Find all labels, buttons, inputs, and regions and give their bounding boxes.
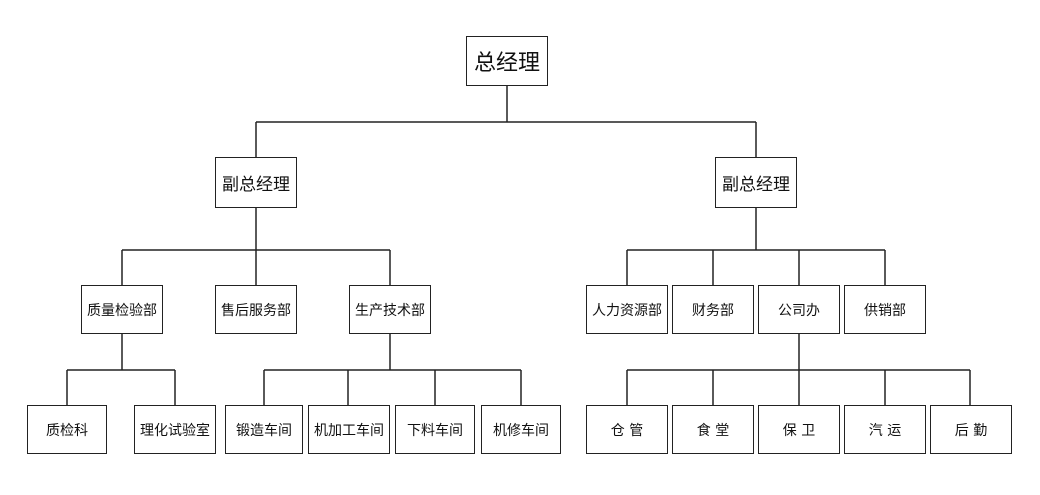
node-quality-dept: 质量检验部 (81, 285, 163, 334)
node-machining-workshop: 机加工车间 (308, 405, 390, 454)
node-lab: 理化试验室 (134, 405, 216, 454)
node-supply-dept: 供销部 (844, 285, 926, 334)
node-cutting-workshop: 下料车间 (395, 405, 475, 454)
node-vp-right: 副总经理 (715, 157, 797, 208)
node-transport: 汽 运 (844, 405, 926, 454)
node-canteen: 食 堂 (672, 405, 754, 454)
node-aftersales-dept: 售后服务部 (215, 285, 297, 334)
node-logistics: 后 勤 (930, 405, 1012, 454)
node-production-dept: 生产技术部 (349, 285, 431, 334)
node-hr-dept: 人力资源部 (586, 285, 668, 334)
node-warehouse: 仓 管 (586, 405, 668, 454)
node-forging-workshop: 锻造车间 (225, 405, 303, 454)
node-security: 保 卫 (758, 405, 840, 454)
node-qc-section: 质检科 (27, 405, 107, 454)
node-general-manager: 总经理 (466, 36, 548, 86)
node-office-dept: 公司办 (758, 285, 840, 334)
node-repair-workshop: 机修车间 (481, 405, 561, 454)
node-vp-left: 副总经理 (215, 157, 297, 208)
node-finance-dept: 财务部 (672, 285, 754, 334)
